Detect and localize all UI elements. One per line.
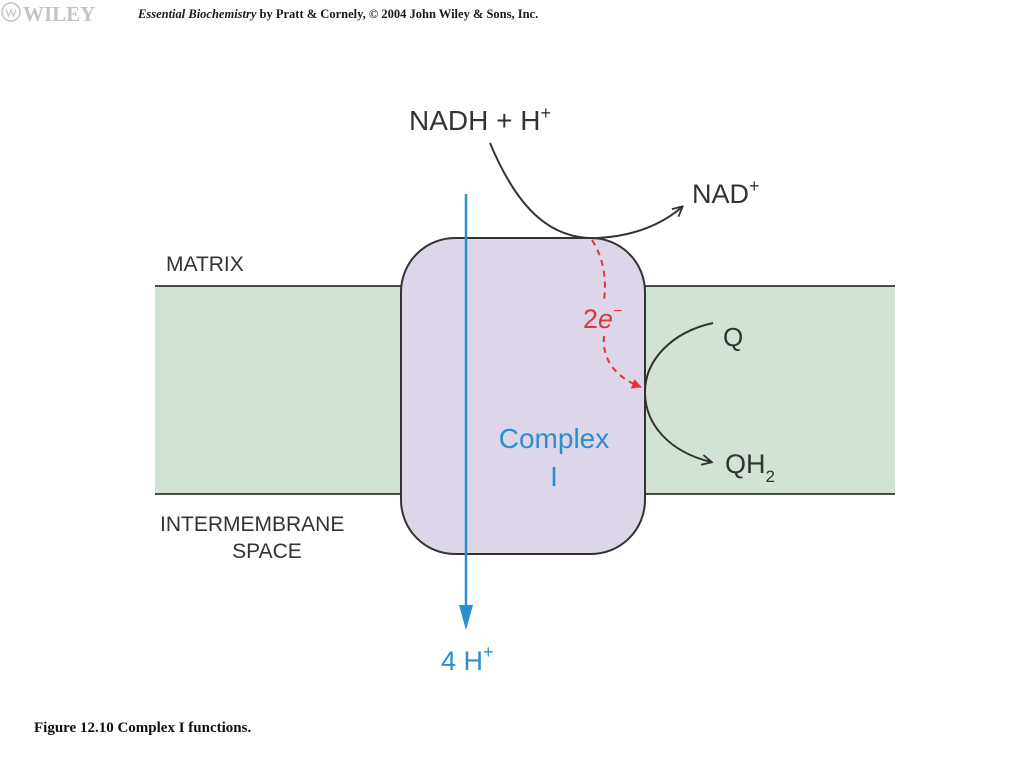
nad-plus-label: NAD+ bbox=[692, 176, 760, 209]
nadh-oxidation-arrow bbox=[489, 142, 682, 240]
citation-details: by Pratt & Cornely, © 2004 John Wiley & … bbox=[256, 7, 539, 21]
complex-i-label-line2: I bbox=[550, 461, 558, 492]
citation-book-title: Essential Biochemistry bbox=[138, 7, 257, 21]
protons-label: 4 H+ bbox=[441, 642, 494, 676]
qh2-label: QH2 bbox=[725, 449, 775, 486]
electrons-label: 2e− bbox=[583, 303, 622, 334]
complex-i-box bbox=[400, 237, 646, 555]
wiley-logo: WILEY bbox=[1, 2, 95, 26]
q-label: Q bbox=[723, 322, 743, 352]
intermembrane-label-line2: SPACE bbox=[232, 540, 302, 563]
wiley-logo-text: WILEY bbox=[23, 2, 95, 26]
proton-arrowhead bbox=[459, 605, 473, 630]
intermembrane-label-line1: INTERMEMBRANE bbox=[160, 513, 344, 536]
nadh-label: NADH + H+ bbox=[409, 103, 551, 136]
wiley-seal-icon bbox=[1, 2, 21, 22]
slide-header: WILEY Essential Biochemistry by Pratt & … bbox=[0, 0, 1024, 30]
matrix-label: MATRIX bbox=[166, 253, 244, 276]
complex-i-label-line1: Complex bbox=[499, 423, 609, 454]
q-reduction-arrow bbox=[643, 322, 713, 462]
citation: Essential Biochemistry by Pratt & Cornel… bbox=[138, 7, 538, 22]
electron-transfer-arrow bbox=[591, 239, 641, 387]
figure-caption: Figure 12.10 Complex I functions. bbox=[34, 720, 252, 736]
